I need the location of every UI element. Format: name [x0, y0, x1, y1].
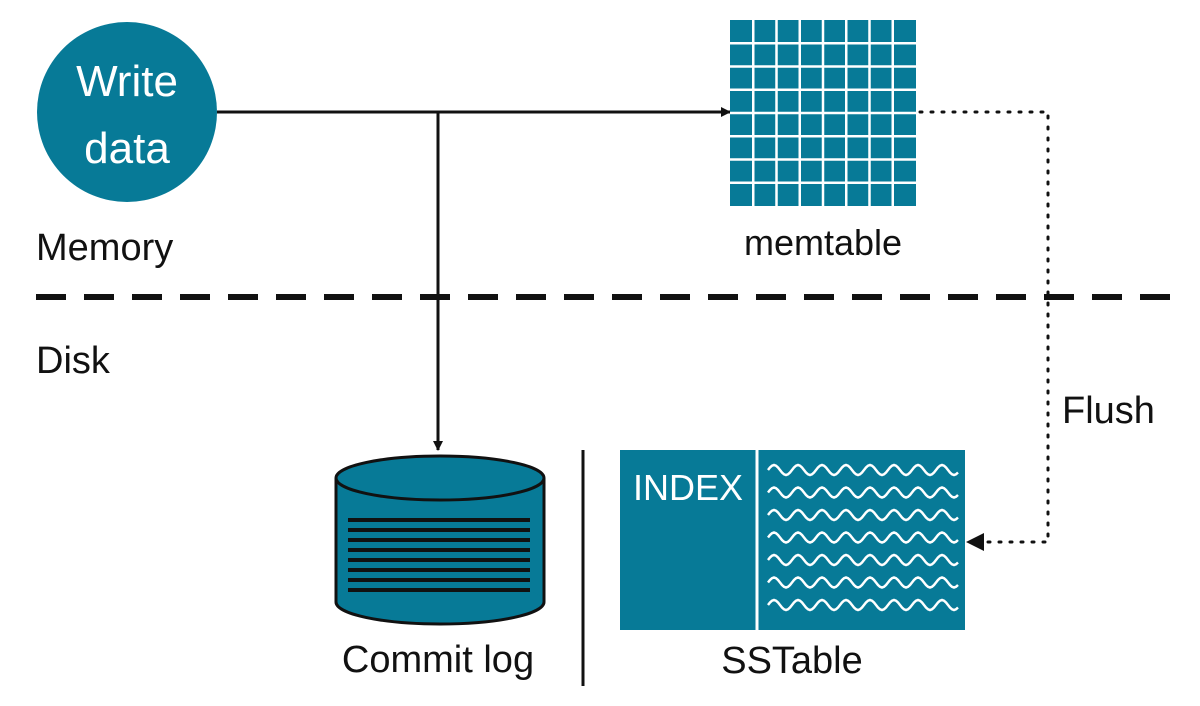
write-data-label-line1: Write — [76, 57, 178, 106]
memtable-grid-icon — [730, 20, 916, 206]
write-data-circle — [37, 22, 217, 202]
memory-label: Memory — [36, 227, 173, 269]
sstable-label: SSTable — [721, 640, 863, 682]
disk-label: Disk — [36, 340, 111, 382]
sstable-index-label: INDEX — [633, 467, 743, 508]
flush-arrowhead — [966, 533, 984, 551]
write-data-node: Write data — [37, 22, 217, 202]
sstable-box — [620, 450, 965, 630]
flush-label: Flush — [1062, 390, 1155, 432]
wavy-lines-icon — [767, 463, 959, 612]
write-data-label-line2: data — [84, 124, 170, 173]
flush-path — [918, 110, 1050, 544]
memtable-label: memtable — [744, 222, 902, 263]
commit-log-label: Commit log — [342, 639, 534, 681]
sstable-icon: INDEX — [620, 450, 965, 630]
commit-log-icon — [334, 454, 546, 626]
